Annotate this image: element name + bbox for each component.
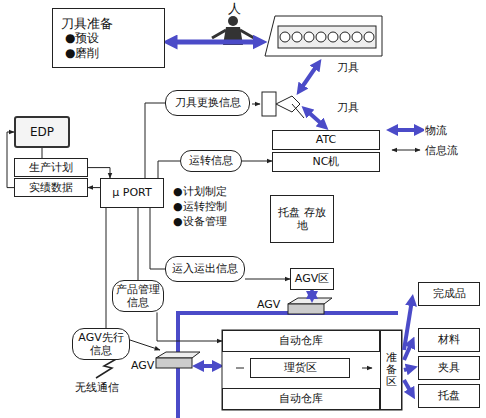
- material-flow: [198, 364, 218, 368]
- tool-pot: [328, 32, 338, 42]
- material-flow: [306, 110, 324, 126]
- warehouse-box: 自动仓库: [222, 330, 380, 352]
- info-box: AGV先行信息: [72, 328, 130, 360]
- node-text: 自动仓库: [279, 392, 323, 405]
- storage-outline: [222, 330, 402, 410]
- node-text: NC机: [313, 155, 340, 168]
- wireless-symbol: [96, 358, 118, 378]
- legend-text: 物流: [424, 123, 448, 138]
- tool-prep-box: 刀具准备●预设●磨削: [52, 8, 165, 68]
- label: 人: [227, 0, 242, 18]
- node-text: 生产计划: [29, 161, 73, 174]
- tool-robot: [262, 92, 304, 118]
- info-connector: [158, 161, 180, 178]
- info-box: 产品管理信息: [112, 280, 164, 312]
- label: 刀具: [336, 100, 360, 115]
- info-connector: [42, 148, 43, 158]
- warehouse-box: 自动仓库: [222, 388, 380, 410]
- process-box: 实绩数据: [14, 178, 88, 197]
- info-connector: [157, 312, 222, 341]
- material-flow: [300, 64, 318, 90]
- node-text: 托盘 存放地: [274, 206, 330, 232]
- node-text: 运转信息: [189, 154, 233, 167]
- info-box: 运转信息: [180, 150, 242, 172]
- info-box: 运入运出信息: [165, 256, 245, 282]
- area-box: AGV区: [290, 268, 334, 290]
- node-text: 理货区: [284, 361, 317, 374]
- info-flow: [130, 340, 160, 350]
- info-flow: [252, 104, 260, 105]
- node-text: 夹具: [438, 361, 460, 374]
- node-text: 准备区: [386, 352, 397, 388]
- node-text: 完成品: [433, 287, 466, 300]
- node-text: 刀具更换信息: [175, 96, 241, 109]
- tool-pot: [352, 32, 362, 42]
- node-text: 材料: [438, 333, 460, 346]
- material-flow: [310, 293, 314, 297]
- node-text: 运入运出信息: [172, 262, 238, 275]
- label: AGV: [130, 359, 155, 372]
- info-connector: [138, 208, 139, 280]
- legend-sample: [392, 128, 420, 132]
- output-box: 材料: [418, 328, 480, 352]
- machine-box: NC机: [272, 152, 380, 172]
- node-text: 托盘: [438, 389, 460, 402]
- output-box: 托盘: [418, 384, 480, 408]
- node-text: AGV区: [295, 272, 329, 285]
- storage-box: 托盘 存放地: [270, 195, 334, 243]
- tool-pot: [364, 32, 374, 42]
- node-text: EDP: [30, 125, 54, 139]
- node-text: 自动仓库: [279, 334, 323, 347]
- function-item: ●设备管理: [172, 214, 228, 229]
- process-box: 生产计划: [14, 158, 88, 177]
- info-connector: [145, 103, 165, 178]
- output-box: 夹具: [418, 356, 480, 380]
- computer-box: EDP: [14, 116, 70, 148]
- info-connector: [242, 161, 272, 162]
- node-text: ●预设: [65, 31, 99, 45]
- tool-pot: [292, 32, 302, 42]
- tool-magazine: [265, 16, 382, 56]
- label: 刀具: [336, 60, 360, 75]
- node-text: 产品管理信息: [116, 283, 160, 309]
- legend-sample: [392, 150, 420, 151]
- info-connector: [150, 208, 165, 269]
- function-item: ●计划制定: [172, 184, 228, 199]
- node-text: AGV先行信息: [76, 331, 126, 357]
- sorting-box: 理货区: [250, 358, 350, 378]
- output-box: 完成品: [418, 282, 480, 306]
- info-connector: [88, 168, 110, 178]
- node-text: ●磨削: [65, 46, 99, 60]
- info-connector: [7, 132, 14, 188]
- node-text: ATC: [316, 133, 336, 146]
- tool-pot: [304, 32, 314, 42]
- prep-area-box: 准备区: [380, 330, 402, 410]
- label: AGV: [256, 298, 281, 311]
- info-box: 刀具更换信息: [165, 90, 250, 116]
- tool-pot: [340, 32, 350, 42]
- machine-box: ATC: [272, 130, 380, 150]
- material-flow: [404, 300, 412, 394]
- legend-text: 信息流: [424, 143, 459, 158]
- node-text: 刀具准备: [61, 16, 113, 32]
- info-connector: [106, 208, 107, 328]
- label: 无线通信: [74, 380, 120, 395]
- function-item: ●运转控制: [172, 199, 228, 214]
- tool-pot: [280, 32, 290, 42]
- info-connector: [88, 187, 100, 188]
- node-text: μ PORT: [112, 186, 151, 199]
- info-connector: [245, 279, 290, 280]
- tool-pot: [316, 32, 326, 42]
- node-text: 实绩数据: [29, 181, 73, 194]
- material-flow: [170, 40, 260, 45]
- controller-box: μ PORT: [100, 178, 164, 208]
